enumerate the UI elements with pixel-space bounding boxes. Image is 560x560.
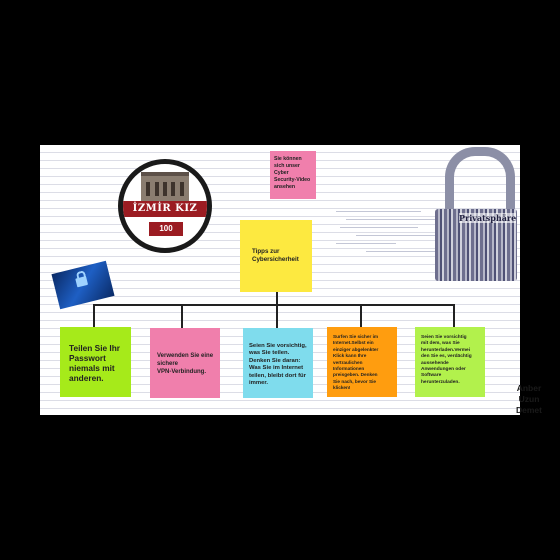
note-tip-vpn[interactable]: Verwenden Sie eine sichere VPN-Verbindun…	[150, 328, 220, 398]
author-names: Anber Uzun Demet	[512, 383, 546, 416]
author-name-2: Uzun	[518, 394, 540, 404]
note-video[interactable]: Sie können sich unser Cyber Security-Vid…	[270, 151, 316, 199]
note-tip-surfing[interactable]: Surfen Sie sicher im Internet.Selbst ein…	[327, 327, 397, 397]
padlock-word-cloud: Privatsphäre	[435, 147, 517, 287]
laptop-lock-image	[51, 260, 115, 310]
lock-icon	[75, 276, 89, 288]
author-name-3: Demet	[516, 405, 542, 415]
note-tip-sharing[interactable]: Seien Sie vorsichtig, was Sie teilen. De…	[243, 328, 313, 398]
note-center-title[interactable]: Tipps zur Cybersicherheit	[240, 220, 312, 292]
connector-drop-5	[453, 304, 455, 327]
logo-anniversary: 100	[149, 222, 183, 236]
faint-text-scribbles	[336, 205, 446, 255]
logo-banner: İZMİR KIZ LİSESİ	[123, 201, 207, 230]
connector-vertical-center	[276, 292, 278, 305]
whiteboard: İZMİR KIZ LİSESİ 100 Sie können sich uns…	[40, 145, 520, 415]
author-name-1: Anber	[516, 383, 542, 393]
note-tip-download[interactable]: Seien Sie vorsichtig mit dem, was Sie he…	[415, 327, 485, 397]
school-building-icon	[141, 172, 189, 204]
connector-horizontal	[93, 304, 455, 306]
connector-drop-1	[93, 304, 95, 327]
note-tip-password[interactable]: Teilen Sie Ihr Passwort niemals mit ande…	[60, 327, 131, 397]
padlock-word: Privatsphäre	[459, 213, 517, 223]
school-logo: İZMİR KIZ LİSESİ 100	[118, 159, 212, 253]
connector-drop-2	[181, 304, 183, 328]
connector-drop-3	[276, 304, 278, 328]
connector-drop-4	[360, 304, 362, 327]
padlock-shackle	[445, 147, 515, 224]
